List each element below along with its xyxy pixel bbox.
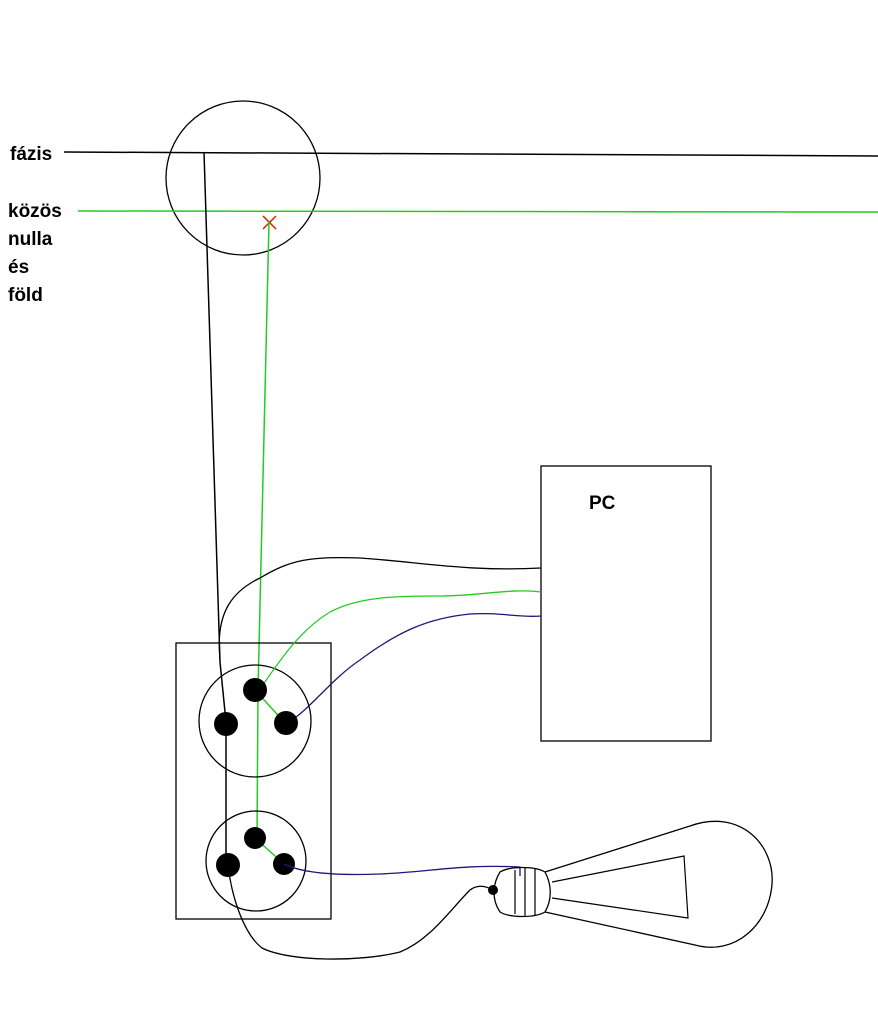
- neutral-label-line1: közös: [8, 201, 62, 222]
- socket-1-pins: [214, 678, 298, 736]
- socket-2-pins: [216, 827, 295, 877]
- bulb-contact: [488, 885, 498, 895]
- phase-label: fázis: [10, 144, 52, 165]
- neutral-earth-wire: [77, 210, 878, 213]
- bulb-glass: [544, 820, 773, 948]
- neutral-label-line4: föld: [8, 285, 43, 306]
- socket-2: [205, 810, 307, 912]
- socket-1-earth-pin: [243, 678, 267, 702]
- socket-1-phase-pin: [214, 712, 238, 736]
- light-bulb: [488, 820, 773, 948]
- neutral-label-line2: nulla: [8, 229, 53, 250]
- pc-phase-wire: [218, 556, 542, 659]
- socket-2-earth-pin: [244, 827, 266, 849]
- pc-earth-wire: [257, 590, 542, 693]
- lamp-neutral-wire: [283, 863, 521, 876]
- junction-box: [165, 100, 321, 256]
- neutral-drop-wire: [256, 221, 270, 839]
- phase-drop-wire: [203, 151, 227, 865]
- pc-neutral-wire: [285, 612, 542, 725]
- bulb-filament: [551, 855, 689, 919]
- phase-wire: [63, 151, 878, 157]
- power-strip: [175, 642, 332, 920]
- socket-1-neutral-pin: [274, 711, 298, 735]
- pc-box: [540, 465, 712, 742]
- lamp-phase-wire: [227, 864, 494, 960]
- neutral-label-line3: és: [8, 257, 29, 278]
- socket-1: [198, 664, 312, 778]
- bulb-base: [493, 866, 551, 918]
- pc-label: PC: [589, 493, 616, 514]
